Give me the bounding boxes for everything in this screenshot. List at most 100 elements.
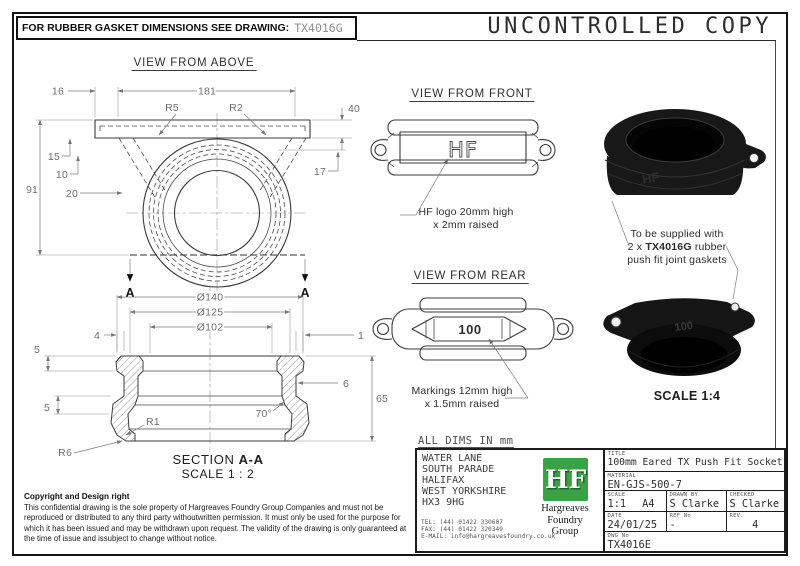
field-drawn-label: DRAWN BY <box>669 492 699 498</box>
rear-100-marking: 100 <box>458 322 481 337</box>
sheet-border <box>12 12 788 556</box>
dim-17: 17 <box>314 166 326 178</box>
render-scale-caption: SCALE 1:4 <box>653 389 721 403</box>
dim-5-top: 5 <box>34 344 40 356</box>
field-date: DATE 24/01/25 <box>605 512 666 531</box>
address-line: SOUTH PARADE <box>422 464 495 475</box>
company-line: Foundry <box>547 514 583 526</box>
field-scale-value: 1:1 A4 <box>608 498 663 510</box>
inner-right-border <box>775 40 776 448</box>
field-ref: REF No - <box>665 512 726 531</box>
gasket-supply-note: To be supplied with 2 x TX4016G rubber p… <box>627 228 727 267</box>
address-line: WATER LANE <box>422 453 483 464</box>
product-renders: HF 100 <box>603 109 766 376</box>
copyright-body: This confidential drawing is the sole pr… <box>24 503 407 544</box>
view-rear-title: VIEW FROM REAR <box>411 270 529 284</box>
field-rev-value: 4 <box>752 519 759 531</box>
view-above-title: VIEW FROM ABOVE <box>131 57 257 71</box>
field-material-label: MATERIAL <box>607 473 637 479</box>
view-from-front-drawing: HF <box>370 119 556 216</box>
supply-note-bold: TX4016G <box>645 241 692 253</box>
field-dwg-label: DWG No <box>607 533 629 539</box>
contact-email: E-MAIL: info@hargreavesfoundry.co.uk <box>421 533 556 541</box>
front-logo-note-line2: x 2mm raised <box>433 219 499 231</box>
copyright-title: Copyright and Design right <box>24 492 130 501</box>
above-lugs <box>118 137 307 200</box>
rear-marking-note-line2: x 1.5mm raised <box>424 398 500 410</box>
dim-5-bottom: 5 <box>44 402 50 414</box>
rear-body <box>372 297 574 361</box>
dim-10: 10 <box>56 169 68 181</box>
hargreaves-logo: HF <box>543 458 588 501</box>
field-title-value: 100mm Eared TX Push Fit Socket <box>607 457 783 468</box>
dim-91: 91 <box>26 184 38 196</box>
dim-181: 181 <box>198 86 216 98</box>
section-mark-right: A <box>300 286 309 300</box>
section-caption-bold: A-A <box>238 452 264 467</box>
dim-65: 65 <box>376 393 388 405</box>
field-checked-value: S Clarke <box>729 498 780 510</box>
front-logo-note: HF logo 20mm high x 2mm raised <box>418 206 513 232</box>
field-dwg-value: TX4016E <box>607 539 651 551</box>
above-flange <box>94 119 311 139</box>
hargreaves-logo-letters: HF <box>544 465 587 494</box>
field-drawn: DRAWN BY S Clarke <box>665 491 726 511</box>
supply-note-leaders <box>611 200 739 300</box>
field-material-value: EN-GJS-500-7 <box>607 479 682 490</box>
sheet-size: A4 <box>642 498 655 510</box>
company-line: Hargreaves <box>541 503 589 514</box>
title-block: WATER LANE SOUTH PARADE HALIFAX WEST YOR… <box>415 448 786 553</box>
field-scale-label: SCALE <box>607 492 626 498</box>
section-walls <box>110 355 310 442</box>
above-centerlines <box>126 113 308 299</box>
gasket-supply-note-line3: push fit joint gaskets <box>627 254 727 266</box>
dim-6: 6 <box>343 378 349 390</box>
company-line: Group <box>551 526 579 537</box>
front-body <box>370 119 556 176</box>
dim-125: Ø125 <box>197 307 224 319</box>
gasket-note-label: FOR RUBBER GASKET DIMENSIONS SEE DRAWING… <box>22 22 290 34</box>
section-scale-caption: SCALE 1 : 2 <box>181 467 255 481</box>
above-socket-circles <box>142 138 292 288</box>
section-caption-prefix: SECTION <box>172 452 239 467</box>
rear-marking-note: Markings 12mm high x 1.5mm raised <box>411 385 512 411</box>
copyright-block: Copyright and Design right This confiden… <box>24 492 416 545</box>
dim-r5: R5 <box>165 102 179 114</box>
dim-140: Ø140 <box>197 292 224 304</box>
dim-102: Ø102 <box>197 322 224 334</box>
dim-20: 20 <box>66 188 78 200</box>
view-front-title: VIEW FROM FRONT <box>409 88 535 102</box>
gasket-supply-note-line1: To be supplied with <box>630 228 724 240</box>
address-line: HALIFAX <box>422 475 465 486</box>
field-checked: CHECKED S Clarke <box>725 491 785 511</box>
front-note-leader <box>400 158 449 216</box>
field-title: TITLE 100mm Eared TX Push Fit Socket <box>605 450 785 471</box>
field-date-value: 24/01/25 <box>607 519 658 531</box>
supply-note-post: rubber <box>691 241 727 253</box>
title-block-fields: TITLE 100mm Eared TX Push Fit Socket MAT… <box>604 450 785 551</box>
address-block: WATER LANE SOUTH PARADE HALIFAX WEST YOR… <box>422 453 506 508</box>
front-logo-note-line1: HF logo 20mm high <box>418 206 514 218</box>
dim-r2: R2 <box>229 102 243 114</box>
field-scale: SCALE 1:1 A4 <box>605 491 666 511</box>
contact-fax: FAX: (44) 01422 320349 <box>421 526 503 534</box>
scale-ratio: 1:1 <box>607 498 627 510</box>
gasket-supply-note-line2: 2 x TX4016G rubber <box>627 241 727 254</box>
dim-1: 1 <box>358 330 364 342</box>
view-from-above-drawing: A A 181 16 R5 R2 40 91 15 10 20 <box>24 84 360 300</box>
contact-tel: TEL: (44) 01422 330607 <box>421 519 503 526</box>
section-dimensions: Ø140 Ø125 Ø102 5 4 1 6 65 5 R1 <box>34 290 388 459</box>
field-material: MATERIAL EN-GJS-500-7 <box>605 472 785 490</box>
above-dimensions: 181 16 R5 R2 40 91 15 10 20 17 <box>24 84 360 256</box>
title-block-divider <box>603 450 605 551</box>
company-name: Hargreaves Foundry Group <box>523 503 607 538</box>
all-dims-note: ALL DIMS IN mm <box>418 435 514 448</box>
render-rear-3d: 100 <box>603 298 755 376</box>
section-cut-line: A A <box>125 254 310 300</box>
rear-marking-note-line1: Markings 12mm high <box>411 385 513 397</box>
dim-40: 40 <box>348 103 360 115</box>
dim-70deg: 70° <box>256 408 272 420</box>
gasket-note-box: FOR RUBBER GASKET DIMENSIONS SEE DRAWING… <box>16 16 357 40</box>
dim-16: 16 <box>52 86 64 98</box>
